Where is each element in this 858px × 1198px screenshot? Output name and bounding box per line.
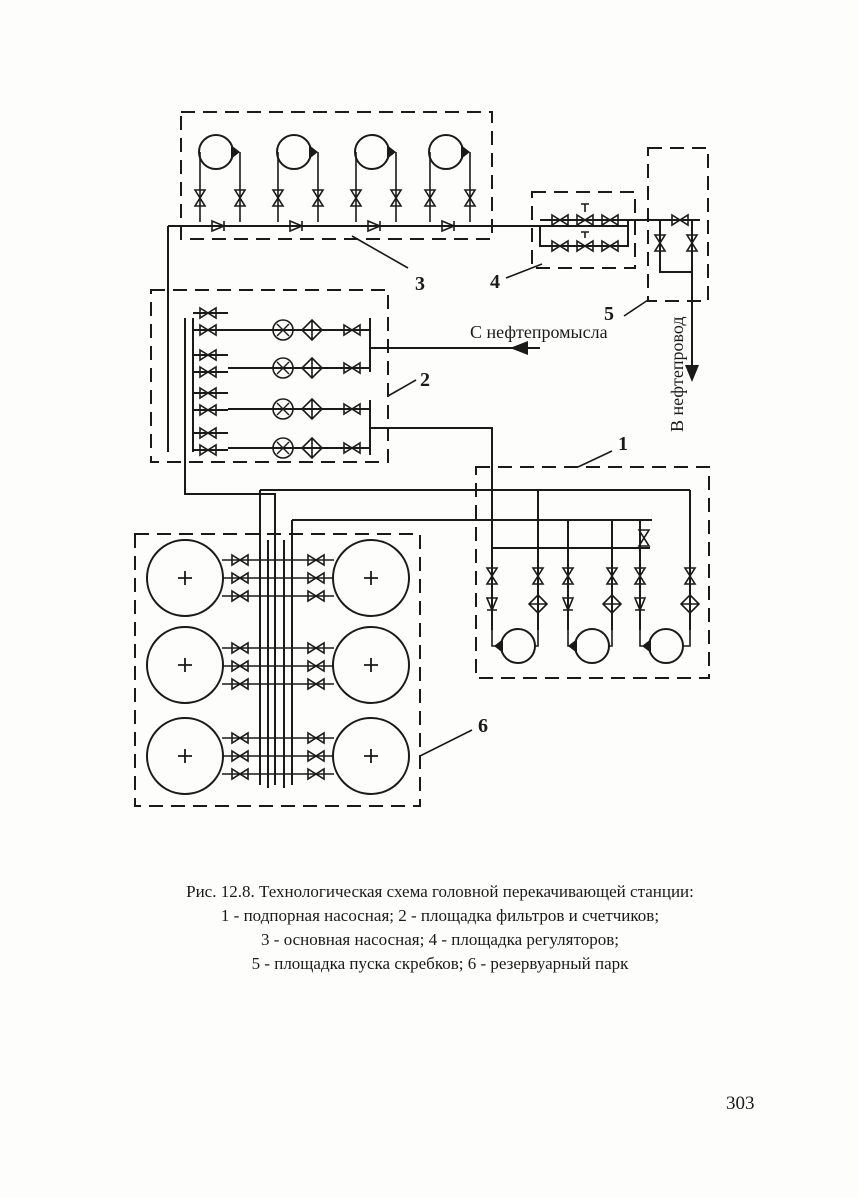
caption-legend-line: 3 - основная насосная; 4 - площадка регу… [100,928,780,952]
callout-5: 5 [604,303,614,325]
main-pump-icon [429,135,470,169]
callout-4: 4 [490,271,500,293]
callout-3: 3 [415,273,425,295]
callout-2: 2 [420,369,430,391]
caption-legend-line: 5 - площадка пуска скребков; 6 - резерву… [100,952,780,976]
figure-caption: Рис. 12.8. Технологическая схема головно… [100,880,780,976]
main-pump-station [168,112,540,239]
booster-pump-icon [568,629,609,663]
to-pipeline-label: В нефтепровод [667,316,687,432]
callout-6: 6 [478,715,488,737]
booster-pump-icon [642,629,683,663]
caption-title: Рис. 12.8. Технологическая схема головно… [100,880,780,904]
from-field-label: С нефтепромысла [470,322,608,342]
tank-icon [333,540,409,616]
regulator-area [532,192,700,268]
callout-1: 1 [618,433,628,455]
tank-icon [147,540,223,616]
tank-icon [333,718,409,794]
tank-icon [147,718,223,794]
caption-legend-line: 1 - подпорная насосная; 2 - площадка фил… [100,904,780,928]
main-pump-icon [355,135,396,169]
main-pump-icon [199,135,240,169]
booster-pump-icon [494,629,535,663]
page-number: 303 [726,1093,755,1115]
main-pump-icon [277,135,318,169]
tank-icon [333,627,409,703]
callouts: 1 2 3 4 5 6 [352,236,648,756]
tank-farm [135,534,420,806]
pig-launch-area: В нефтепровод [648,148,708,432]
tank-icon [147,627,223,703]
